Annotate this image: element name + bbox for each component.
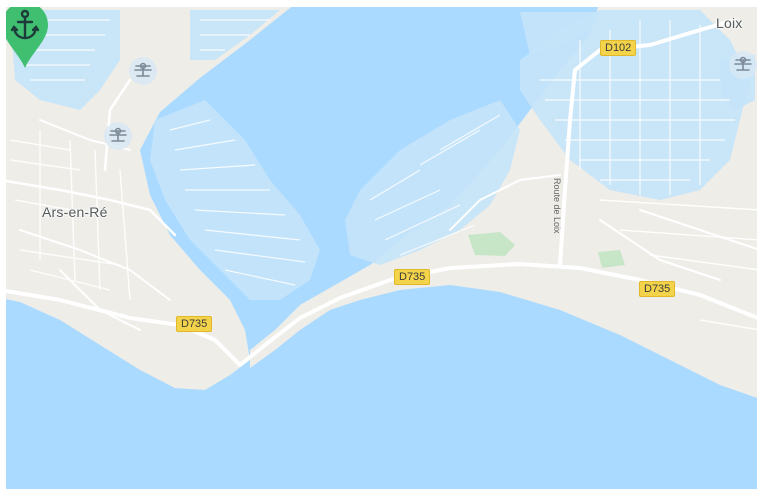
road-shield-d735: D735 [394,269,431,285]
road-minor-2 [103,78,132,172]
boat-icon[interactable] [128,56,158,86]
road-d735 [0,262,763,367]
marsh-west-south [150,100,320,300]
boat-icon[interactable] [728,50,758,80]
park-area-2 [598,250,625,268]
road-minor-3 [19,229,171,301]
location-marker[interactable] [0,0,50,70]
anchor-icon [10,9,40,40]
boat-icon[interactable] [103,121,133,151]
road-shield-d735: D735 [176,316,213,332]
marsh-east-small [520,12,600,55]
road-shield-d735: D735 [639,281,676,297]
town-blocks [9,130,761,331]
marsh-east [345,100,520,265]
road-name-loix: Route de Loix [552,178,562,234]
road-shield-d102: D102 [600,40,637,56]
road-minor-8 [59,269,141,331]
place-label-loix[interactable]: Loix [716,15,743,31]
marsh-east-north [520,10,750,200]
road-d102 [558,18,737,267]
park-area [468,232,515,256]
roads [0,18,763,367]
place-label-ars[interactable]: Ars-en-Ré [42,204,108,220]
road-minor-6 [599,219,721,281]
road-minor-5 [639,209,761,251]
marsh-channels [20,19,735,286]
road-minor-7 [449,174,561,231]
